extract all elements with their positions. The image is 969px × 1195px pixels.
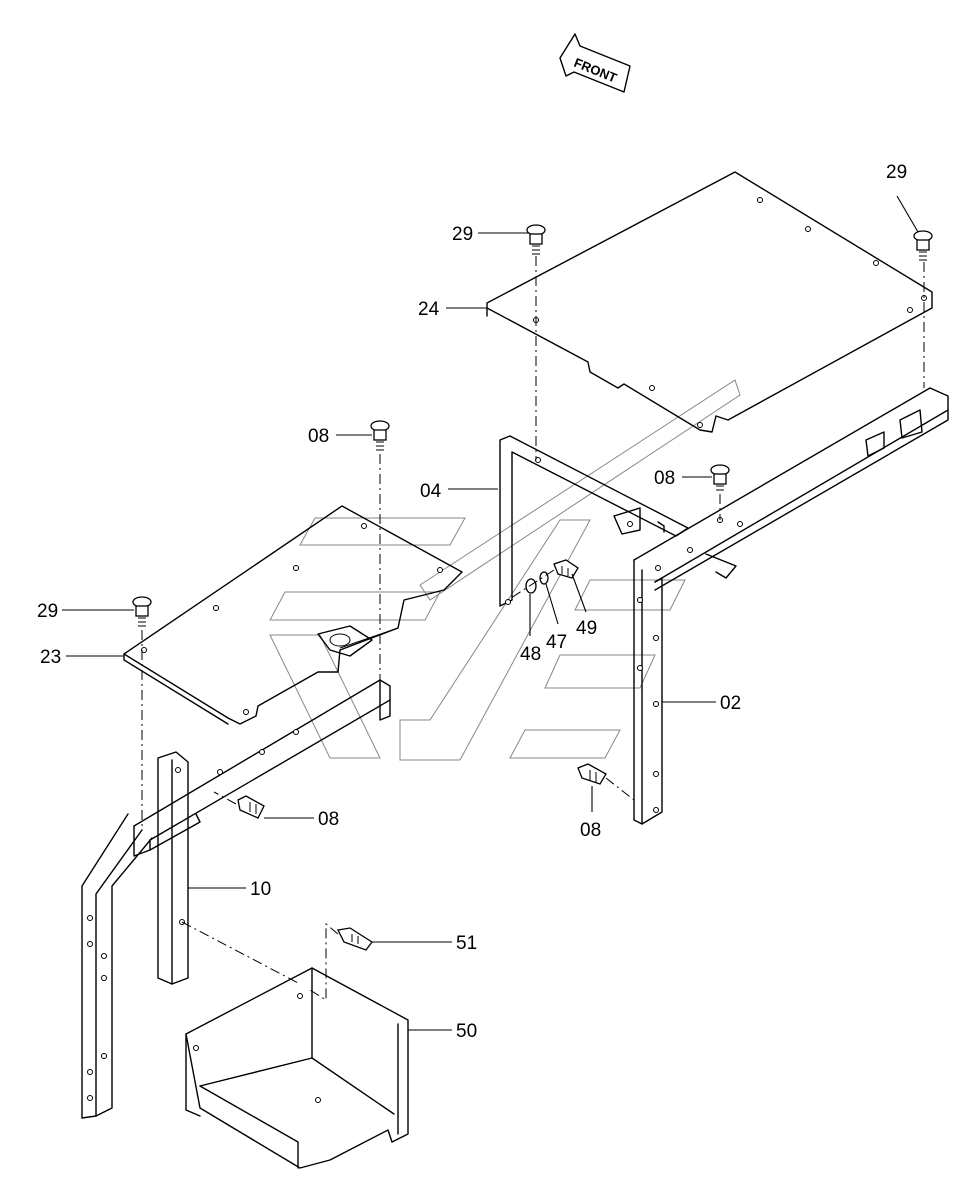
washer-48: [525, 578, 537, 594]
callout-04: 04: [420, 481, 442, 502]
callout-29: 29: [452, 224, 473, 245]
callout-50: 50: [456, 1021, 477, 1042]
callout-29: 29: [886, 162, 907, 183]
bolt-08a: [370, 420, 390, 451]
callout-29: 29: [37, 601, 58, 622]
callout-08: 08: [580, 820, 601, 841]
callout-10: 10: [250, 879, 271, 900]
callout-23: 23: [40, 647, 61, 668]
callouts: 29 29 24 08 04 08 29 23 48 47 49 02 08 0…: [37, 162, 907, 1042]
callout-24: 24: [418, 299, 440, 320]
callout-02: 02: [720, 693, 741, 714]
cover-plate-23: [123, 505, 463, 725]
bolt-08d: [237, 795, 265, 819]
tray-50: [185, 967, 409, 1169]
callout-51: 51: [456, 933, 477, 954]
bolt-51: [337, 927, 373, 951]
bolt-49: [553, 559, 579, 579]
frame-rail-02: [633, 387, 949, 825]
callout-08: 08: [654, 468, 675, 489]
frame-rail-lower: [81, 679, 391, 1119]
bolt-29a: [526, 224, 546, 255]
assembly-lines: [141, 256, 925, 1001]
callout-08: 08: [318, 809, 339, 830]
bolt-29b: [913, 230, 933, 261]
callout-49: 49: [576, 618, 597, 639]
callout-48: 48: [520, 644, 541, 665]
bolt-29c: [132, 596, 152, 627]
front-arrow: FRONT: [559, 33, 631, 93]
cover-plate-24: [486, 171, 933, 433]
callout-08: 08: [308, 426, 329, 447]
leader-lines: [62, 195, 919, 1031]
bolt-08c: [577, 763, 607, 785]
callout-47: 47: [546, 632, 567, 653]
u-bracket-04: [499, 435, 689, 607]
bolt-08b: [710, 464, 730, 491]
stay-10: [157, 751, 189, 985]
